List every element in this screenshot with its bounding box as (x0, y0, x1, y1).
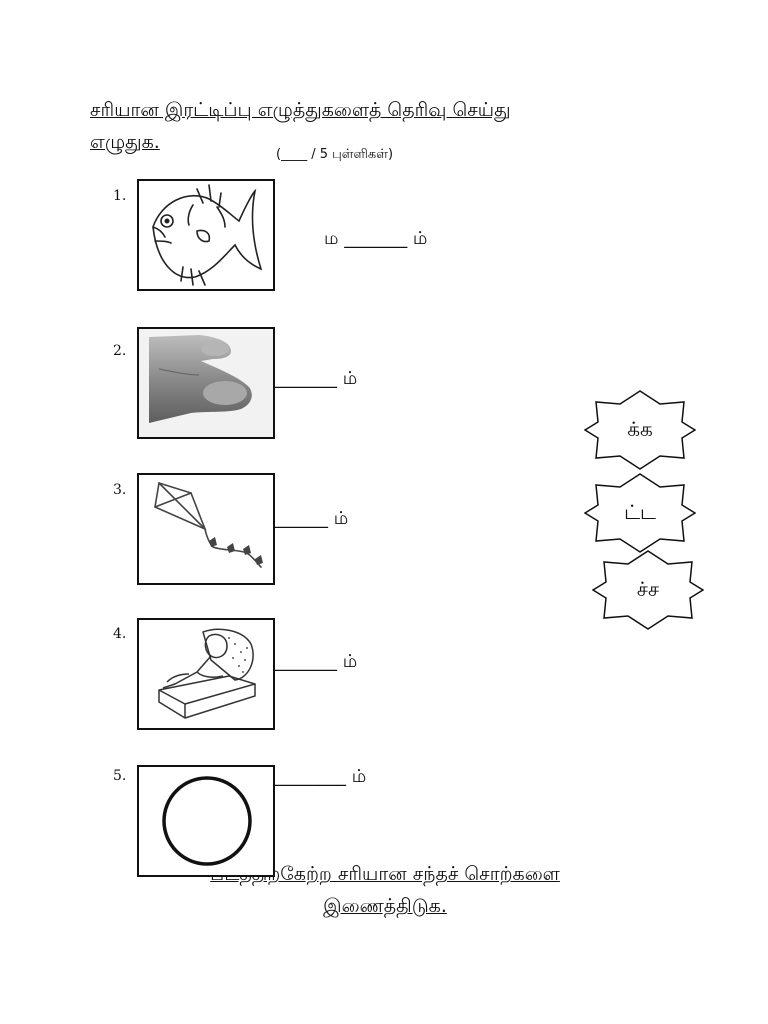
star-shape-icon (584, 473, 696, 553)
star-shape-icon (592, 550, 704, 630)
option-text-3: ச்ச (636, 576, 660, 601)
section-two-line-2: இணைத்திடுக. (323, 895, 447, 917)
section-two-line-1: படத்திற்கேற்ற சரியான சந்தச் சொற்களை (210, 863, 560, 885)
section-two-title: படத்திற்கேற்ற சரியான சந்தச் சொற்களை இணைத… (140, 858, 630, 922)
option-star-1[interactable]: க்க (584, 390, 696, 470)
picture-box-2 (137, 327, 275, 439)
answer-line-2: _______ ம் (274, 368, 358, 389)
question-number-4: 4. (113, 626, 127, 642)
answer-line-3: ______ ம் (274, 508, 349, 529)
title-line-1: சரியான இரட்டிப்பு எழுத்துகளைத் தெரிவு செ… (90, 99, 511, 121)
question-number-5: 5. (113, 768, 127, 784)
picture-box-5 (137, 765, 275, 877)
option-star-2[interactable]: ட்ட (584, 473, 696, 553)
answer-line-4: _______ ம் (274, 651, 358, 672)
fish-icon (152, 184, 263, 286)
answer-line-1: ம _______ ம் (324, 228, 428, 249)
picture-box-4 (137, 618, 275, 730)
answer-line-5: ________ ம் (274, 766, 367, 787)
option-text-1: க்க (627, 416, 653, 441)
circle-icon (162, 776, 252, 866)
question-number-2: 2. (113, 343, 127, 359)
question-number-3: 3. (113, 482, 127, 498)
picture-box-1 (137, 179, 275, 291)
picture-box-3 (137, 473, 275, 585)
option-text-2: ட்ட (624, 499, 656, 524)
kite-icon (154, 481, 263, 568)
title-line-2: எழுதுக. (90, 131, 160, 153)
finger-icon (139, 329, 273, 437)
sleeping-child-icon (158, 628, 256, 719)
question-number-1: 1. (113, 188, 127, 204)
worksheet-title: சரியான இரட்டிப்பு எழுத்துகளைத் தெரிவு செ… (90, 94, 650, 158)
option-star-3[interactable]: ச்ச (592, 550, 704, 630)
points-score: (____ / 5 புள்ளிகள்) (276, 147, 394, 162)
star-shape-icon (584, 390, 696, 470)
